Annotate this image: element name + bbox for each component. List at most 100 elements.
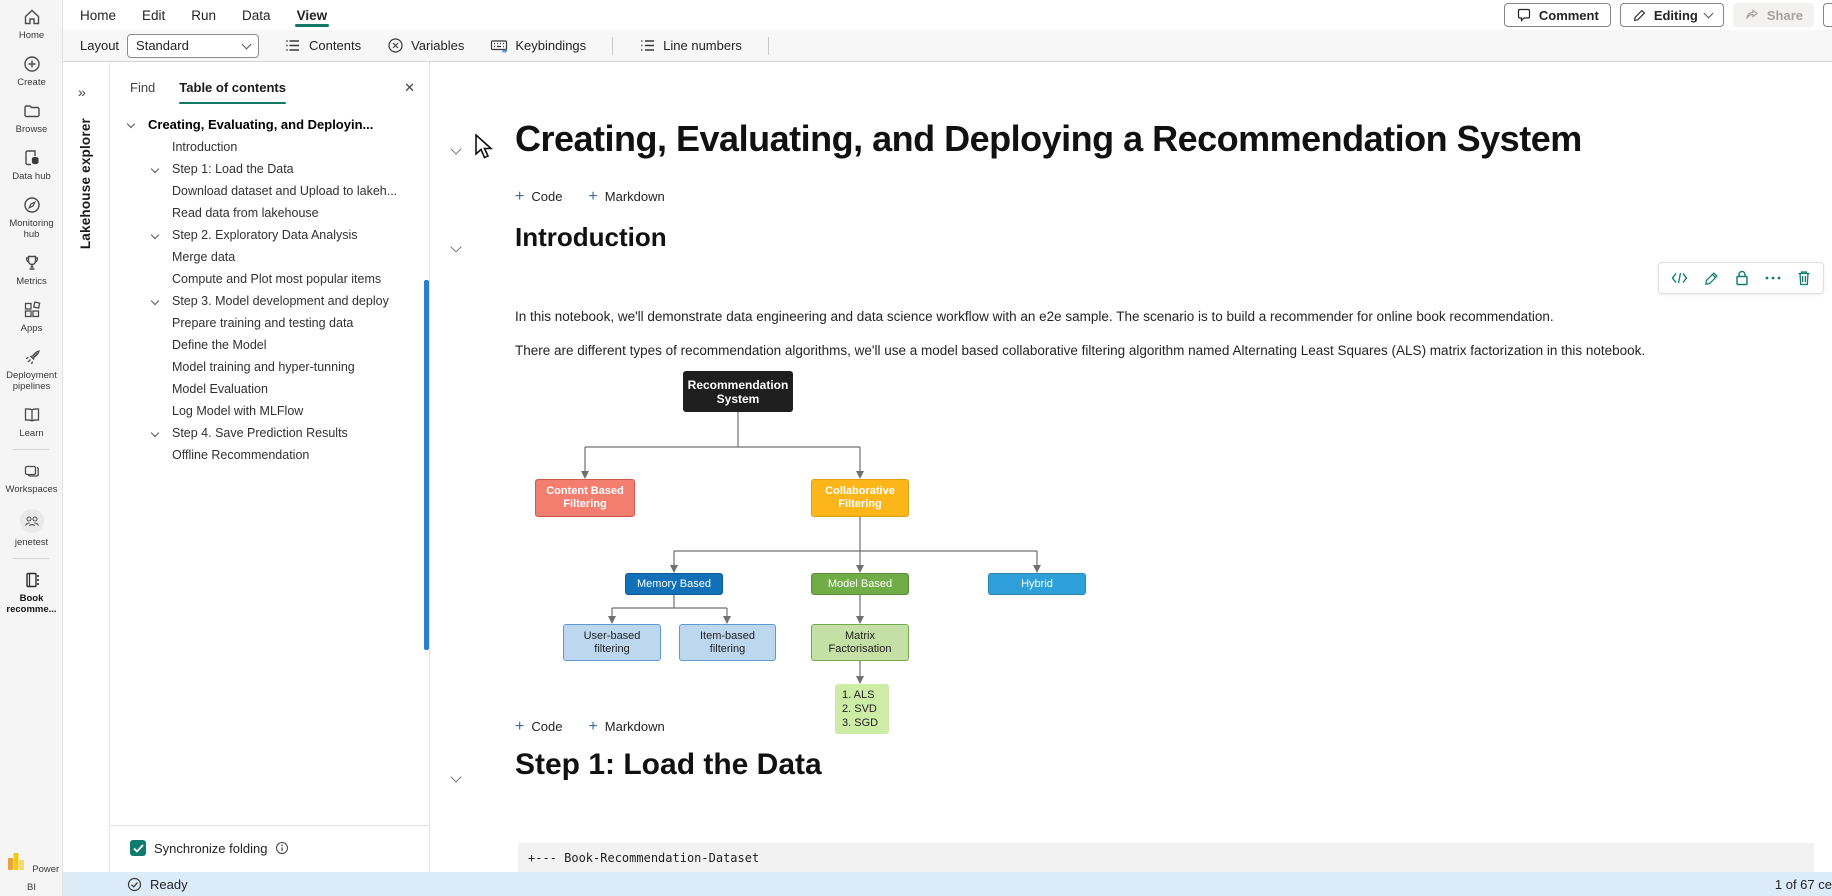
convert-to-code-icon[interactable] (1671, 271, 1688, 285)
diagram-connectors (581, 412, 1041, 684)
share-button[interactable]: Share (1732, 3, 1814, 27)
plus-icon: + (515, 188, 525, 205)
toc-item-label: Read data from lakehouse (172, 206, 319, 220)
lock-cell-icon[interactable] (1735, 270, 1749, 286)
layout-label: Layout (80, 38, 120, 53)
editing-mode-button[interactable]: Editing (1619, 3, 1724, 27)
close-icon[interactable]: ✕ (404, 80, 415, 95)
rail-item-create[interactable]: Create (0, 47, 63, 94)
toc-item-prepare-data[interactable]: Prepare training and testing data (110, 312, 429, 334)
power-bi-logo (7, 853, 24, 870)
toc-item-model-training[interactable]: Model training and hyper-tunning (110, 356, 429, 378)
apps-grid-icon (24, 301, 40, 318)
toc-item-label: Creating, Evaluating, and Deployin... (148, 116, 374, 132)
recommendation-system-diagram: Recommendation System Content Based Filt… (515, 368, 1135, 734)
diagram-node-model-based: Model Based (811, 573, 909, 595)
collapse-section-chevron[interactable] (450, 238, 462, 253)
expand-panel-icon[interactable]: » (78, 84, 86, 100)
comment-button[interactable]: Comment (1503, 3, 1611, 27)
menu-tab-view[interactable]: View (294, 0, 329, 30)
toc-item-step3[interactable]: Step 3. Model development and deploy (110, 290, 429, 312)
toc-item-download-dataset[interactable]: Download dataset and Upload to lakeh... (110, 180, 429, 202)
rail-item-learn[interactable]: Learn (0, 398, 63, 445)
workspace-avatar-icon (19, 509, 44, 533)
edit-cell-icon[interactable] (1704, 271, 1719, 286)
rail-footer-power-bi[interactable]: Power BI (0, 848, 63, 896)
toc-item-log-model[interactable]: Log Model with MLFlow (110, 400, 429, 422)
toc-item-model-evaluation[interactable]: Model Evaluation (110, 378, 429, 400)
add-code-button[interactable]: +Code (515, 719, 562, 735)
toc-item-label: Define the Model (172, 338, 267, 352)
delete-cell-icon[interactable] (1797, 270, 1811, 286)
rail-item-book-recommendation[interactable]: Book recomme... (0, 563, 63, 621)
toc-tree: Creating, Evaluating, and Deployin... In… (110, 104, 429, 466)
toc-item-step1[interactable]: Step 1: Load the Data (110, 158, 429, 180)
info-icon[interactable] (275, 841, 289, 855)
toc-scrollbar[interactable] (424, 280, 429, 650)
rail-item-apps[interactable]: Apps (0, 293, 63, 340)
rail-item-data-hub[interactable]: Data hub (0, 141, 63, 188)
add-code-label: Code (531, 189, 563, 204)
menu-tabs: Home Edit Run Data View (63, 0, 329, 30)
toc-item-step2[interactable]: Step 2. Exploratory Data Analysis (110, 224, 429, 246)
toc-item-offline-recommendation[interactable]: Offline Recommendation (110, 444, 429, 466)
toc-item-root[interactable]: Creating, Evaluating, and Deployin... (110, 112, 429, 136)
diagram-node-hybrid: Hybrid (988, 573, 1086, 595)
toc-item-compute-plot[interactable]: Compute and Plot most popular items (110, 268, 429, 290)
notebook-content: Creating, Evaluating, and Deploying a Re… (430, 62, 1832, 872)
comment-icon (1517, 8, 1530, 22)
tab-table-of-contents[interactable]: Table of contents (179, 80, 286, 104)
rail-item-monitoring-hub[interactable]: Monitoring hub (0, 188, 63, 246)
step1-heading: Step 1: Load the Data (515, 748, 822, 781)
rail-item-home[interactable]: Home (0, 0, 63, 47)
editing-label: Editing (1653, 7, 1698, 23)
app-rail: Home Create Browse Data hub Monitoring h… (0, 0, 63, 896)
contents-button[interactable]: Contents (285, 37, 361, 54)
rail-item-workspaces[interactable]: Workspaces (0, 454, 63, 501)
line-numbers-button[interactable]: Line numbers (639, 37, 742, 54)
code-cell[interactable]: +--- Book-Recommendation-Dataset (518, 843, 1814, 872)
chevron-down-icon[interactable] (150, 230, 172, 240)
toc-item-read-data[interactable]: Read data from lakehouse (110, 202, 429, 224)
rail-divider (13, 558, 49, 559)
rail-item-deployment-pipelines[interactable]: Deployment pipelines (0, 340, 63, 398)
menu-tab-run[interactable]: Run (191, 7, 217, 23)
rail-item-metrics[interactable]: Metrics (0, 246, 63, 293)
variables-button-label: Variables (411, 38, 465, 53)
tab-find[interactable]: Find (130, 80, 156, 95)
diagram-node-recommendation-system: Recommendation System (683, 371, 793, 412)
add-code-button[interactable]: + Code (515, 188, 563, 205)
rail-item-label: Learn (19, 428, 44, 439)
variables-button[interactable]: Variables (387, 37, 464, 54)
share-icon (1746, 9, 1758, 19)
toc-item-define-model[interactable]: Define the Model (110, 334, 429, 356)
add-markdown-button[interactable]: +Markdown (588, 189, 664, 205)
toc-item-merge-data[interactable]: Merge data (110, 246, 429, 268)
keybindings-button[interactable]: Keybindings (490, 37, 586, 54)
layout-select-value: Standard (136, 38, 189, 53)
chevron-down-icon[interactable] (150, 296, 172, 306)
rail-item-browse[interactable]: Browse (0, 94, 63, 141)
menu-tab-edit[interactable]: Edit (142, 7, 166, 23)
rail-item-label: Deployment pipelines (6, 370, 57, 392)
chevron-down-icon[interactable] (150, 428, 172, 438)
chevron-down-icon[interactable] (150, 164, 172, 174)
rail-item-label: Workspaces (5, 484, 58, 495)
synchronize-folding-checkbox[interactable] (130, 840, 146, 856)
toc-item-step4[interactable]: Step 4. Save Prediction Results (110, 422, 429, 444)
toc-item-introduction[interactable]: Introduction (110, 136, 429, 158)
rail-item-jenetest[interactable]: jenetest (0, 501, 63, 554)
more-options-icon[interactable] (1765, 276, 1781, 280)
collapse-section-chevron[interactable] (450, 768, 462, 783)
intro-paragraph-2: There are different types of recommendat… (515, 343, 1646, 358)
toc-item-label: Step 3. Model development and deploy (172, 294, 389, 308)
menu-tab-data[interactable]: Data (242, 7, 271, 23)
add-markdown-button[interactable]: +Markdown (588, 719, 664, 735)
menu-tab-home[interactable]: Home (80, 7, 117, 23)
diagram-node-item-based-filtering: Item-based filtering (679, 624, 776, 661)
chevron-down-icon[interactable] (126, 119, 148, 129)
layout-select[interactable]: Standard (127, 33, 260, 58)
rail-item-label: Home (18, 30, 45, 41)
collapse-title-chevron[interactable] (450, 140, 462, 155)
toc-item-label: Merge data (172, 250, 236, 264)
